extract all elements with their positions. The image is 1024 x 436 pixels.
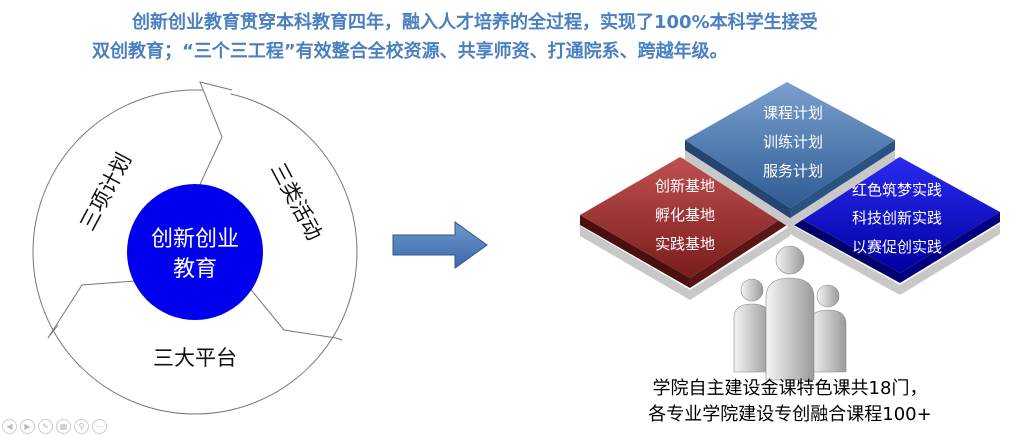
tile-right: 红色筑梦实践 科技创新实践 以赛促创实践 xyxy=(790,157,1000,295)
people-icon xyxy=(733,245,847,381)
tile-left: 创新基地 孵化基地 实践基地 xyxy=(580,157,790,300)
outer-ring xyxy=(32,89,358,415)
next-icon[interactable]: ▶ xyxy=(20,419,35,434)
segment-label-platforms: 三大平台 xyxy=(153,346,237,370)
tile-top-item: 训练计划 xyxy=(763,133,823,151)
segment-label-activities: 三类活动 xyxy=(266,159,327,244)
cycle-arrow-left xyxy=(47,279,149,339)
segment-label-plans: 三项计划 xyxy=(76,149,137,234)
prev-icon[interactable]: ◀ xyxy=(2,419,17,434)
cycle-diagram: 创新创业 教育 三项计划 三类活动 三大平台 xyxy=(32,81,358,415)
zoom-icon[interactable]: ⚲ xyxy=(74,419,89,434)
title-line-1: 创新创业教育贯穿本科教育四年，融入人才培养的全过程，实现了100%本科学生接受 xyxy=(132,12,818,33)
center-label-2: 教育 xyxy=(173,257,217,282)
center-circle xyxy=(127,184,263,320)
slideshow-controls: ◀ ▶ ✎ ▦ ⚲ ⋯ xyxy=(2,419,107,434)
slides-icon[interactable]: ▦ xyxy=(56,419,71,434)
tile-right-item: 以赛促创实践 xyxy=(852,238,942,256)
slide-title: 创新创业教育贯穿本科教育四年，融入人才培养的全过程，实现了100%本科学生接受 … xyxy=(92,8,992,66)
cycle-arrow-top xyxy=(195,81,233,194)
note-line-1: 学院自主建设金课特色课共18门， xyxy=(652,378,928,399)
course-note: 学院自主建设金课特色课共18门， 各专业学院建设专创融合课程100+ xyxy=(600,376,980,428)
title-line-2: 双创教育；“三个三工程”有效整合全校资源、共享师资、打通院系、跨越年级。 xyxy=(92,41,728,62)
tile-right-item: 红色筑梦实践 xyxy=(852,181,942,199)
more-icon[interactable]: ⋯ xyxy=(92,419,107,434)
tile-right-item: 科技创新实践 xyxy=(852,209,942,227)
tile-left-item: 实践基地 xyxy=(655,235,715,253)
tile-top: 课程计划 训练计划 服务计划 xyxy=(685,82,895,228)
center-label-1: 创新创业 xyxy=(151,227,239,252)
tile-left-item: 创新基地 xyxy=(655,177,715,195)
cycle-arrow-right xyxy=(242,279,343,341)
right-arrow-icon xyxy=(392,221,488,269)
note-line-2: 各专业学院建设专创融合课程100+ xyxy=(648,404,932,425)
pen-icon[interactable]: ✎ xyxy=(38,419,53,434)
tile-left-item: 孵化基地 xyxy=(655,206,715,224)
tile-top-item: 课程计划 xyxy=(763,104,823,122)
tile-top-item: 服务计划 xyxy=(763,162,823,180)
